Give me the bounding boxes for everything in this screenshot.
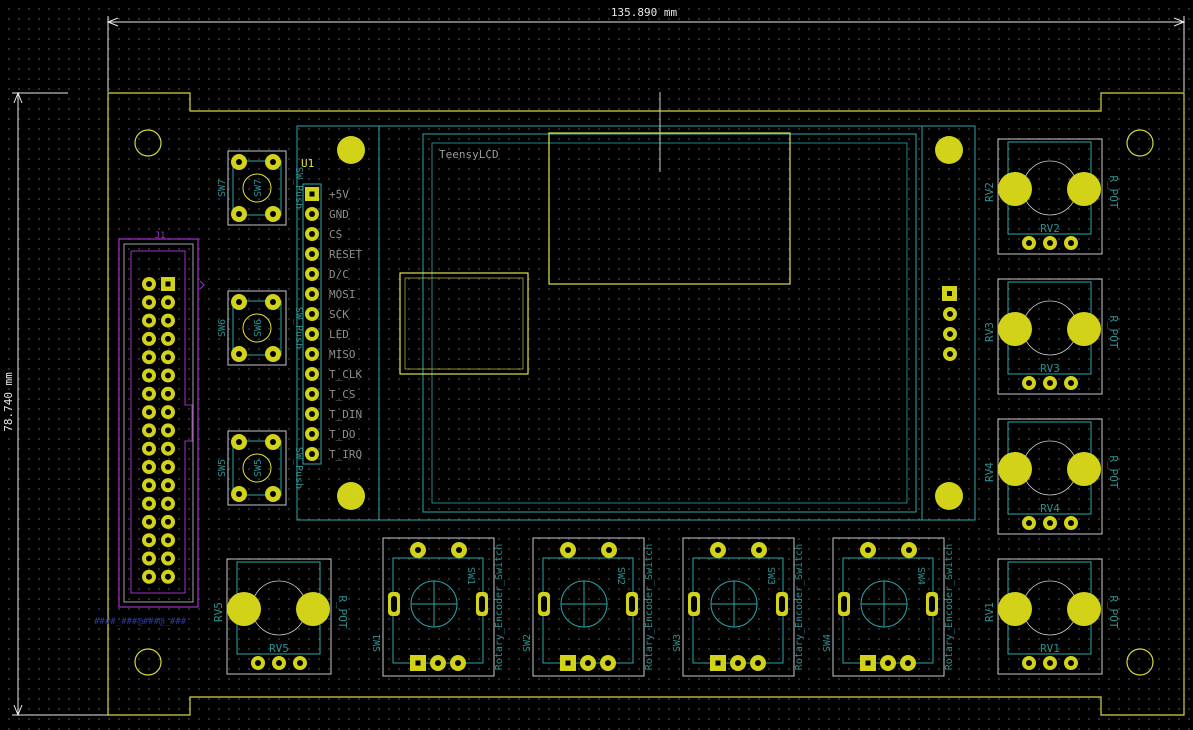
u1-pin-label: T_CS xyxy=(329,388,356,401)
u1-pin-label: D/C xyxy=(329,268,349,281)
push-switch-sw7[interactable]: SW7 SW7 SW_Push xyxy=(217,150,304,226)
pot-inner-ref: RV2 xyxy=(1040,222,1060,235)
switch-value: SW_Push xyxy=(293,307,304,349)
u1-pin-label: CS xyxy=(329,228,342,241)
u1-pin-header[interactable]: +5V GND CS RESET D/C MOSI SCK LED MISO T_CLK T_CS T… xyxy=(305,187,362,461)
u1-pin-label: T_DO xyxy=(329,428,356,441)
u1-pin-label: T_IRQ xyxy=(329,448,362,461)
pot-inner-ref: RV1 xyxy=(1040,642,1060,655)
u1-pin-label: MOSI xyxy=(329,288,356,301)
mounting-hole xyxy=(1126,129,1154,157)
width-dimension[interactable] xyxy=(106,16,1186,92)
u1-pin-label: T_CLK xyxy=(329,368,362,381)
board-outline[interactable] xyxy=(107,92,1185,716)
mounting-holes xyxy=(134,129,1154,676)
height-dimension[interactable] xyxy=(12,91,108,717)
pot-value: R_POT xyxy=(1107,175,1120,208)
encoder-ref: SW4 xyxy=(822,634,833,652)
u1-reference: U1 xyxy=(301,157,314,170)
mounting-hole xyxy=(1126,648,1154,676)
switch-inner-ref: SW7 xyxy=(253,179,264,197)
pot-ref: RV4 xyxy=(983,462,996,482)
encoder-value: Rotary_Encoder_Switch xyxy=(494,544,505,670)
push-switch-sw6[interactable]: SW6 SW6 SW_Push xyxy=(217,290,304,366)
u1-value: TeensyLCD xyxy=(439,148,499,161)
pot-value: R_POT xyxy=(1107,455,1120,488)
display-module-u1[interactable] xyxy=(296,92,976,521)
encoder-value: Rotary_Encoder_Switch xyxy=(944,544,955,670)
pot-value: R_POT xyxy=(1107,315,1120,348)
u1-pin-label: RESET xyxy=(329,248,362,261)
pot-inner-ref: RV4 xyxy=(1040,502,1060,515)
u1-pin-label: +5V xyxy=(329,188,349,201)
switch-ref: SW6 xyxy=(217,319,228,337)
encoder-value: Rotary_Encoder_Switch xyxy=(794,544,805,670)
u1-pin-label: MISO xyxy=(329,348,356,361)
j1-reference: J1 xyxy=(155,231,166,241)
encoder-inner-ref: SW2 xyxy=(615,567,626,585)
mounting-hole xyxy=(134,129,162,157)
encoder-ref: SW1 xyxy=(372,634,383,652)
u1-pin-label: LED xyxy=(329,328,349,341)
encoder-inner-ref: SW1 xyxy=(465,567,476,585)
j1-pin-grid[interactable] xyxy=(142,277,175,584)
mounting-hole xyxy=(134,648,162,676)
switch-ref: SW7 xyxy=(217,179,228,197)
height-dimension-label: 78.740 mm xyxy=(2,372,15,432)
pot-ref: RV2 xyxy=(983,182,996,202)
pot-value: R_POT xyxy=(1107,595,1120,628)
pot-value: R_POT xyxy=(336,595,349,628)
push-switch-sw5[interactable]: SW5 SW5 SW_Push xyxy=(217,430,304,506)
pot-ref: RV5 xyxy=(212,602,225,622)
pot-inner-ref: RV5 xyxy=(269,642,289,655)
stray-silk-text: ####_###@###@_### xyxy=(94,617,187,627)
connector-j1[interactable] xyxy=(118,238,205,608)
pot-ref: RV3 xyxy=(983,322,996,342)
switch-inner-ref: SW5 xyxy=(253,459,264,477)
encoder-ref: SW2 xyxy=(522,634,533,652)
u1-pin-label: GND xyxy=(329,208,349,221)
pot-ref: RV1 xyxy=(983,602,996,622)
switch-ref: SW5 xyxy=(217,459,228,477)
encoder-inner-ref: SW4 xyxy=(915,567,926,585)
width-dimension-label: 135.890 mm xyxy=(611,6,678,19)
u1-pin-label: T_DIN xyxy=(329,408,362,421)
pot-inner-ref: RV3 xyxy=(1040,362,1060,375)
switch-value: SW_Push xyxy=(293,167,304,209)
encoder-ref: SW3 xyxy=(672,634,683,652)
u1-pin-label: SCK xyxy=(329,308,349,321)
encoder-value: Rotary_Encoder_Switch xyxy=(644,544,655,670)
encoder-inner-ref: SW3 xyxy=(765,567,776,585)
switch-inner-ref: SW6 xyxy=(253,319,264,337)
switch-value: SW_Push xyxy=(293,447,304,489)
